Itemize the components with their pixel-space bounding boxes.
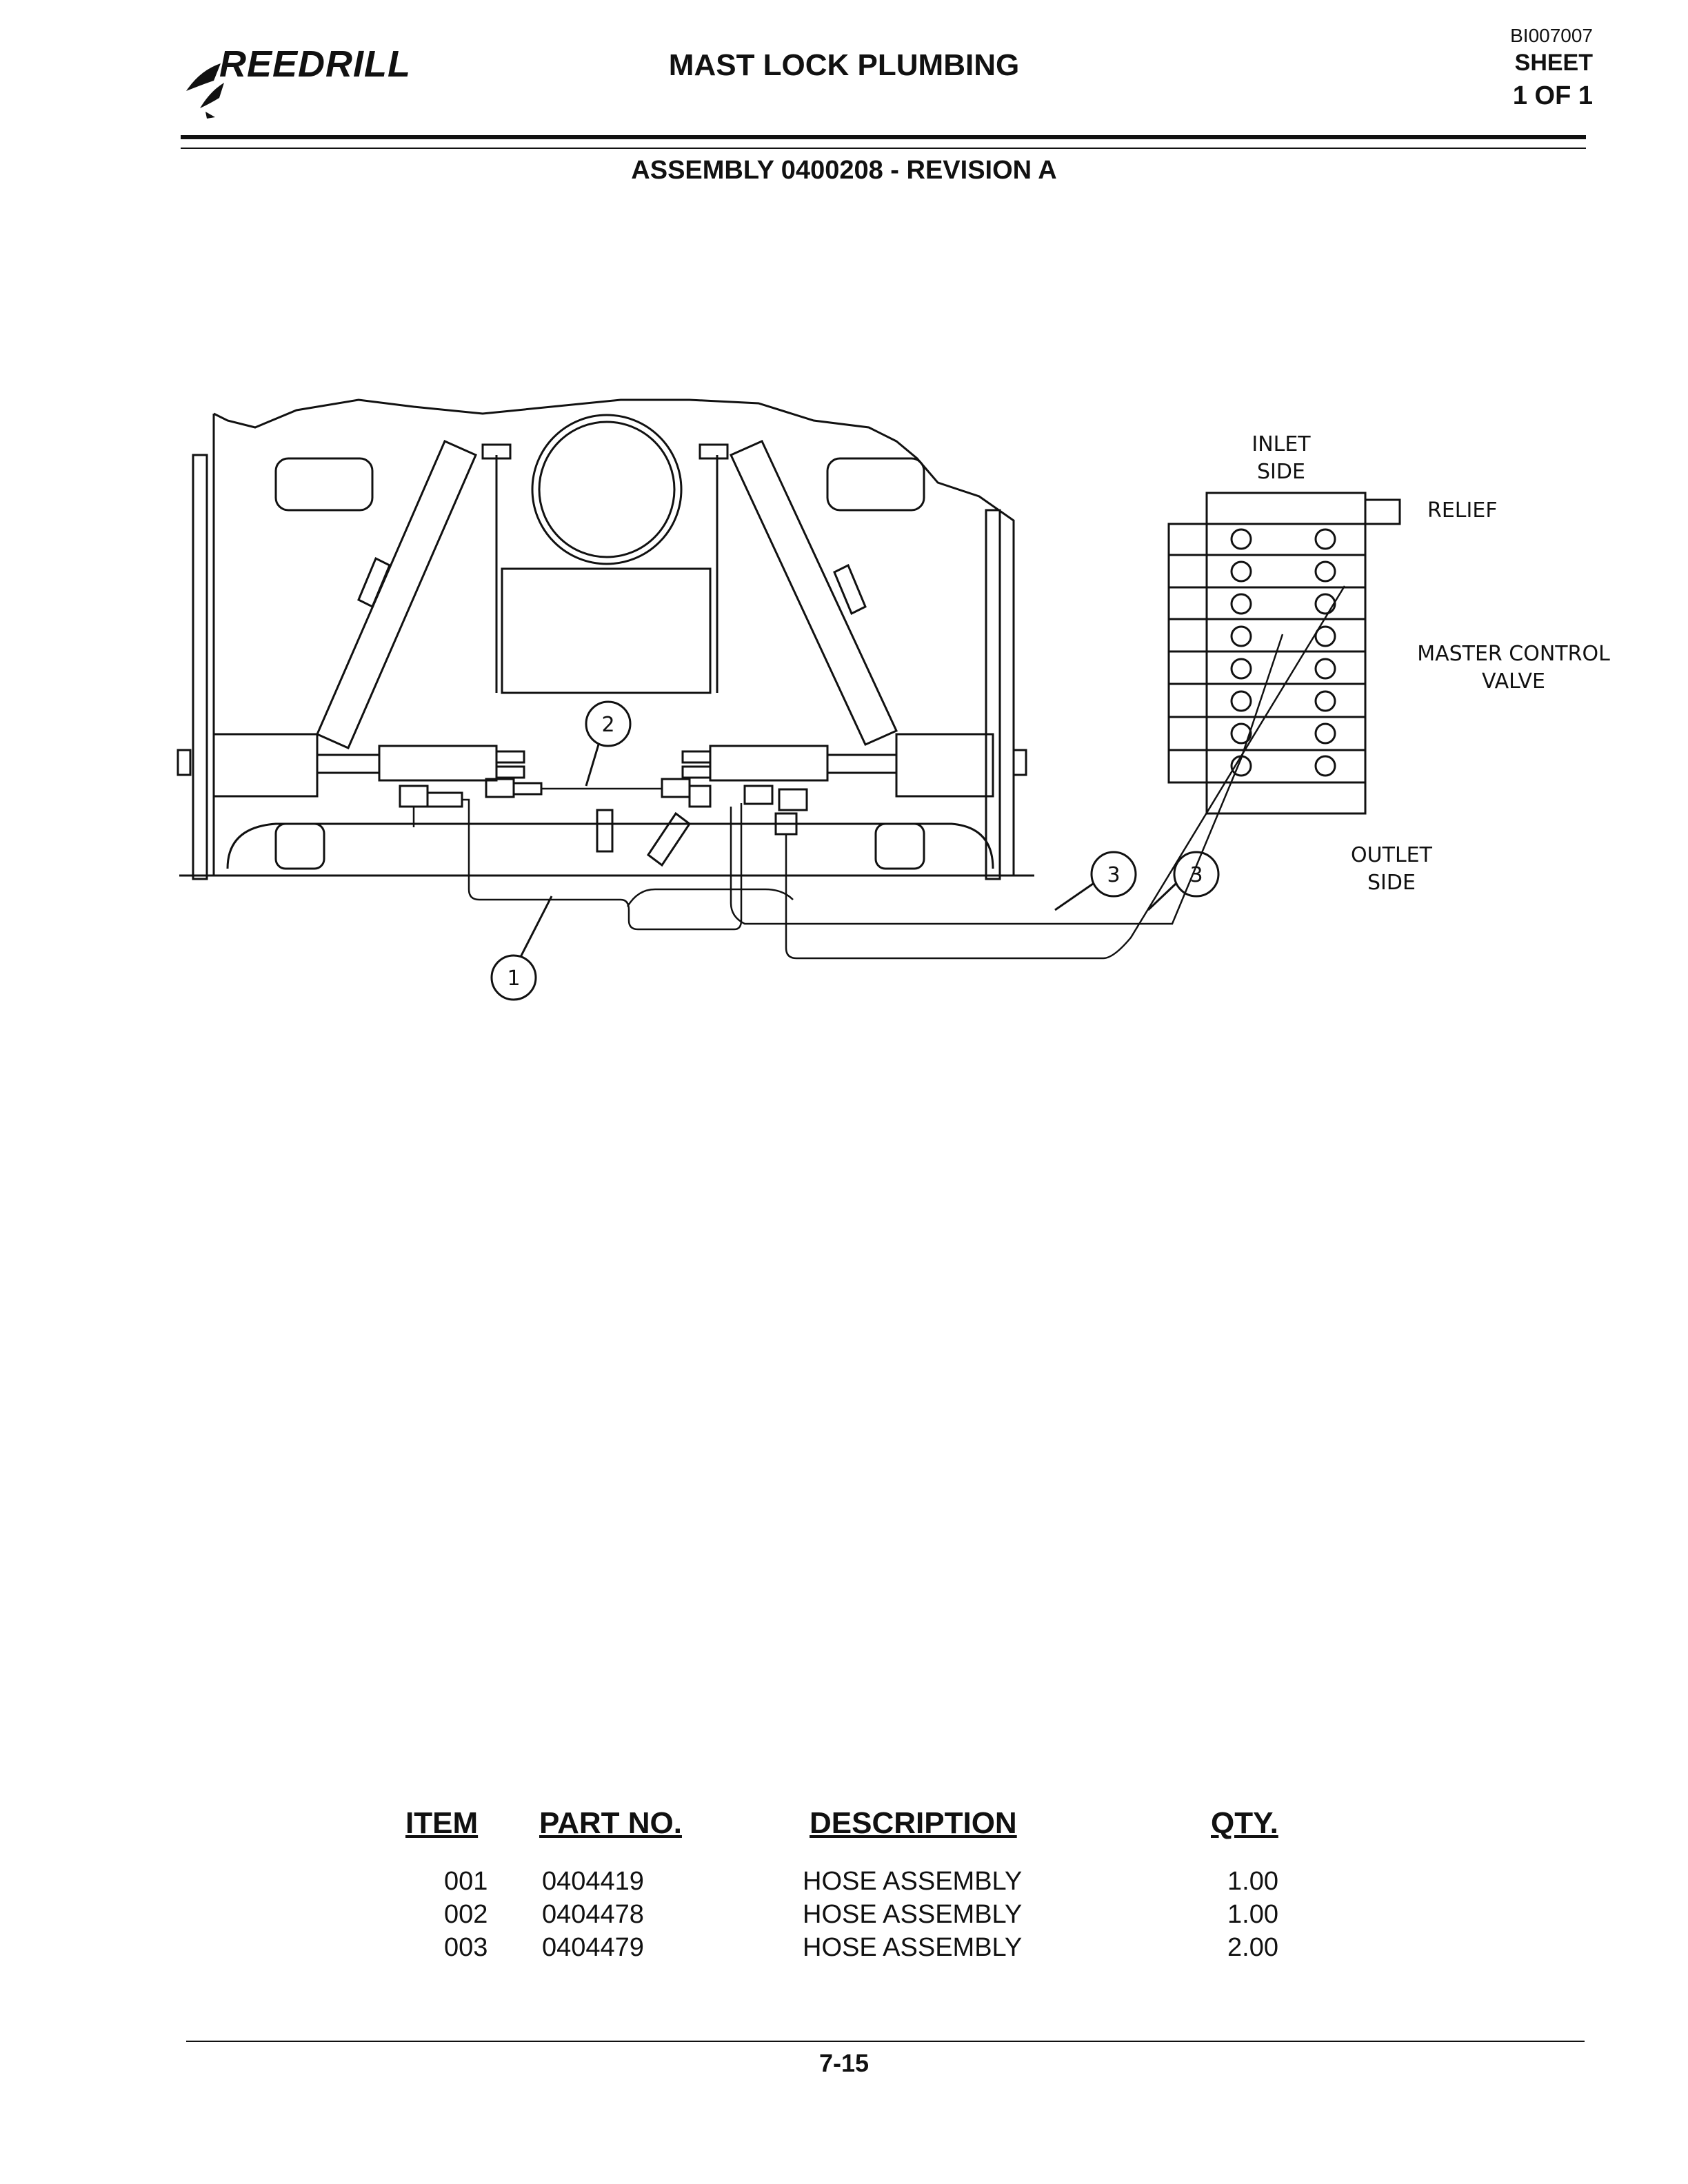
valve-port: [1230, 755, 1252, 777]
inlet-label-2: SIDE: [1257, 460, 1305, 484]
valve-port: [1230, 722, 1252, 745]
footer-rule: [186, 2041, 1585, 2042]
valve-port: [1314, 658, 1336, 680]
valve-port: [1314, 755, 1336, 777]
table-row: 001 0404419 HOSE ASSEMBLY 1.00: [386, 1867, 1310, 1900]
header-qty: QTY.: [1211, 1806, 1278, 1840]
outlet-label-1: OUTLET: [1351, 843, 1433, 867]
valve-port: [1230, 658, 1252, 680]
master-control-label-1: MASTER CONTROL: [1417, 642, 1610, 666]
right-cylinder: [681, 733, 1027, 798]
callout-3a: 3: [1054, 851, 1137, 911]
frame-slot-right: [826, 457, 925, 512]
machine-frame: [179, 398, 1034, 880]
cell-item: 002: [444, 1900, 488, 1929]
callout-3b-label: 3: [1189, 863, 1203, 887]
callout-1: 1: [490, 896, 553, 1001]
logo-text: REEDRILL: [219, 43, 411, 85]
table-row: 002 0404478 HOSE ASSEMBLY 1.00: [386, 1900, 1310, 1933]
cell-description: HOSE ASSEMBLY: [803, 1867, 1023, 1896]
hose-lines: [412, 585, 1346, 960]
header-rule-thin: [181, 148, 1586, 149]
frame-slot-left: [274, 457, 374, 512]
header-rule-thick: [181, 135, 1586, 139]
callout-3b: 3: [1147, 851, 1220, 911]
right-arm: [729, 440, 898, 746]
lower-box-left: [274, 822, 325, 870]
left-cylinder: [177, 733, 525, 798]
cell-item: 001: [444, 1867, 488, 1896]
cell-part-no: 0404419: [542, 1867, 644, 1896]
callout-2: 2: [585, 700, 632, 787]
valve-port: [1314, 690, 1336, 712]
header-item: ITEM: [405, 1806, 479, 1840]
mast-drum: [481, 414, 729, 694]
valve-port: [1230, 528, 1252, 550]
assembly-heading: ASSEMBLY 0400208 - REVISION A: [631, 156, 1057, 185]
mast-lock-plumbing-diagram: 2 1 3 3 INLET SIDE RELIEF MASTER CONTROL…: [177, 398, 1610, 1001]
header-description: DESCRIPTION: [810, 1806, 1017, 1840]
valve-port: [1314, 593, 1336, 615]
valve-port: [1314, 528, 1336, 550]
cell-description: HOSE ASSEMBLY: [803, 1933, 1023, 1962]
cell-qty: 2.00: [1227, 1933, 1278, 1962]
valve-port: [1230, 690, 1252, 712]
cell-description: HOSE ASSEMBLY: [803, 1900, 1023, 1929]
cell-item: 003: [444, 1933, 488, 1962]
callout-1-label: 1: [507, 967, 520, 991]
callout-2-label: 2: [601, 713, 614, 737]
page-title: MAST LOCK PLUMBING: [668, 48, 1020, 82]
master-control-valve: [1167, 492, 1401, 815]
sheet-number: 1 OF 1: [1512, 81, 1593, 110]
cell-qty: 1.00: [1227, 1867, 1278, 1896]
relief-label: RELIEF: [1427, 498, 1498, 523]
valve-port: [1230, 593, 1252, 615]
center-bracket: [596, 809, 614, 853]
master-control-label-2: VALVE: [1482, 669, 1545, 694]
document-id: BI007007: [1510, 25, 1593, 46]
valve-port: [1314, 625, 1336, 647]
outlet-label-2: SIDE: [1367, 871, 1416, 895]
inlet-label-1: INLET: [1252, 432, 1311, 456]
valve-port: [1314, 722, 1336, 745]
reedrill-logo-icon: [186, 63, 224, 119]
cell-qty: 1.00: [1227, 1900, 1278, 1929]
lower-box-right: [874, 822, 925, 870]
sheet-label: SHEET: [1514, 50, 1593, 76]
table-row: 003 0404479 HOSE ASSEMBLY 2.00: [386, 1933, 1310, 1966]
cell-part-no: 0404479: [542, 1933, 644, 1962]
page-number: 7-15: [818, 2049, 870, 2077]
header-part-no: PART NO.: [539, 1806, 682, 1840]
valve-port: [1314, 560, 1336, 583]
valve-port: [1230, 625, 1252, 647]
callout-3a-label: 3: [1107, 863, 1120, 887]
cell-part-no: 0404478: [542, 1900, 644, 1929]
left-arm: [316, 440, 477, 749]
valve-port: [1230, 560, 1252, 583]
